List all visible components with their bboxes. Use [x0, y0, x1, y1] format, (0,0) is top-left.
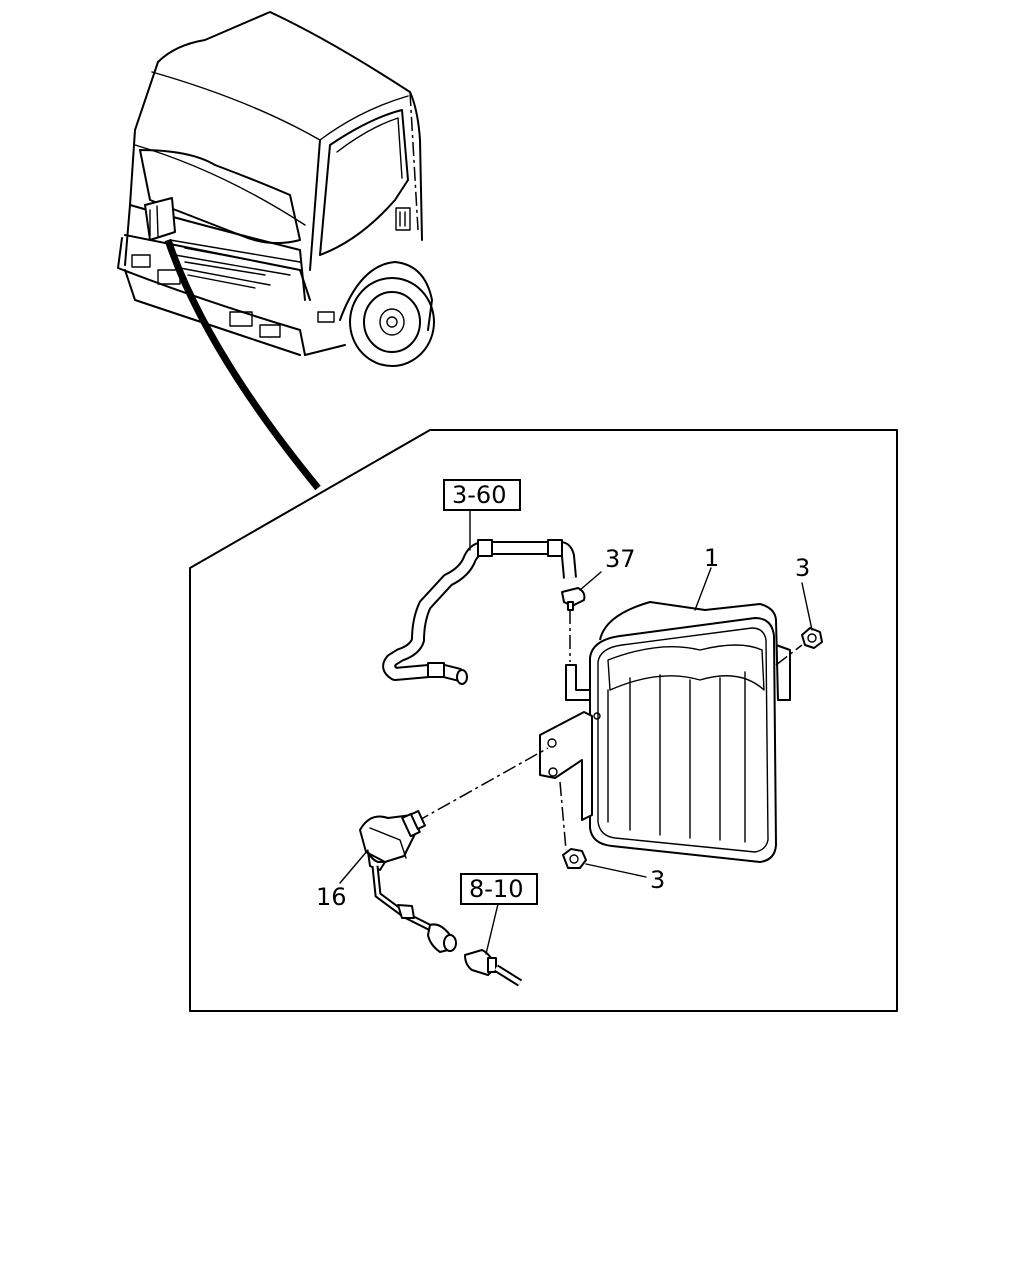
- detail-frame: [189, 429, 898, 1012]
- clip-part-37: [561, 587, 586, 611]
- callout-1: 1: [704, 544, 719, 572]
- ref-label-8-10: 8-10: [469, 875, 523, 903]
- truck-cab-illustration: [117, 11, 435, 367]
- callout-16: 16: [316, 883, 347, 911]
- ref-box-8-10: [460, 873, 538, 905]
- hose-assembly: [382, 539, 577, 685]
- leader-16: [339, 849, 369, 884]
- ref-label-3-60: 3-60: [452, 481, 506, 509]
- washer-pump-part-16: [359, 747, 549, 953]
- leader-1: [694, 567, 712, 611]
- callout-3-upper: 3: [795, 554, 810, 582]
- harness-connector: [464, 949, 523, 987]
- location-leader: [164, 238, 321, 491]
- leader-3-bottom: [585, 863, 647, 878]
- nut-part-3-upper: [775, 627, 823, 666]
- leader-8-10: [485, 903, 499, 955]
- callout-3-lower: 3: [650, 866, 665, 894]
- leader-37: [579, 571, 602, 591]
- washer-tank-part-1: [539, 601, 791, 863]
- leader-3-top: [801, 582, 813, 631]
- callout-37: 37: [605, 545, 636, 573]
- ref-box-3-60: [443, 479, 521, 511]
- nut-part-3-lower: [559, 781, 587, 869]
